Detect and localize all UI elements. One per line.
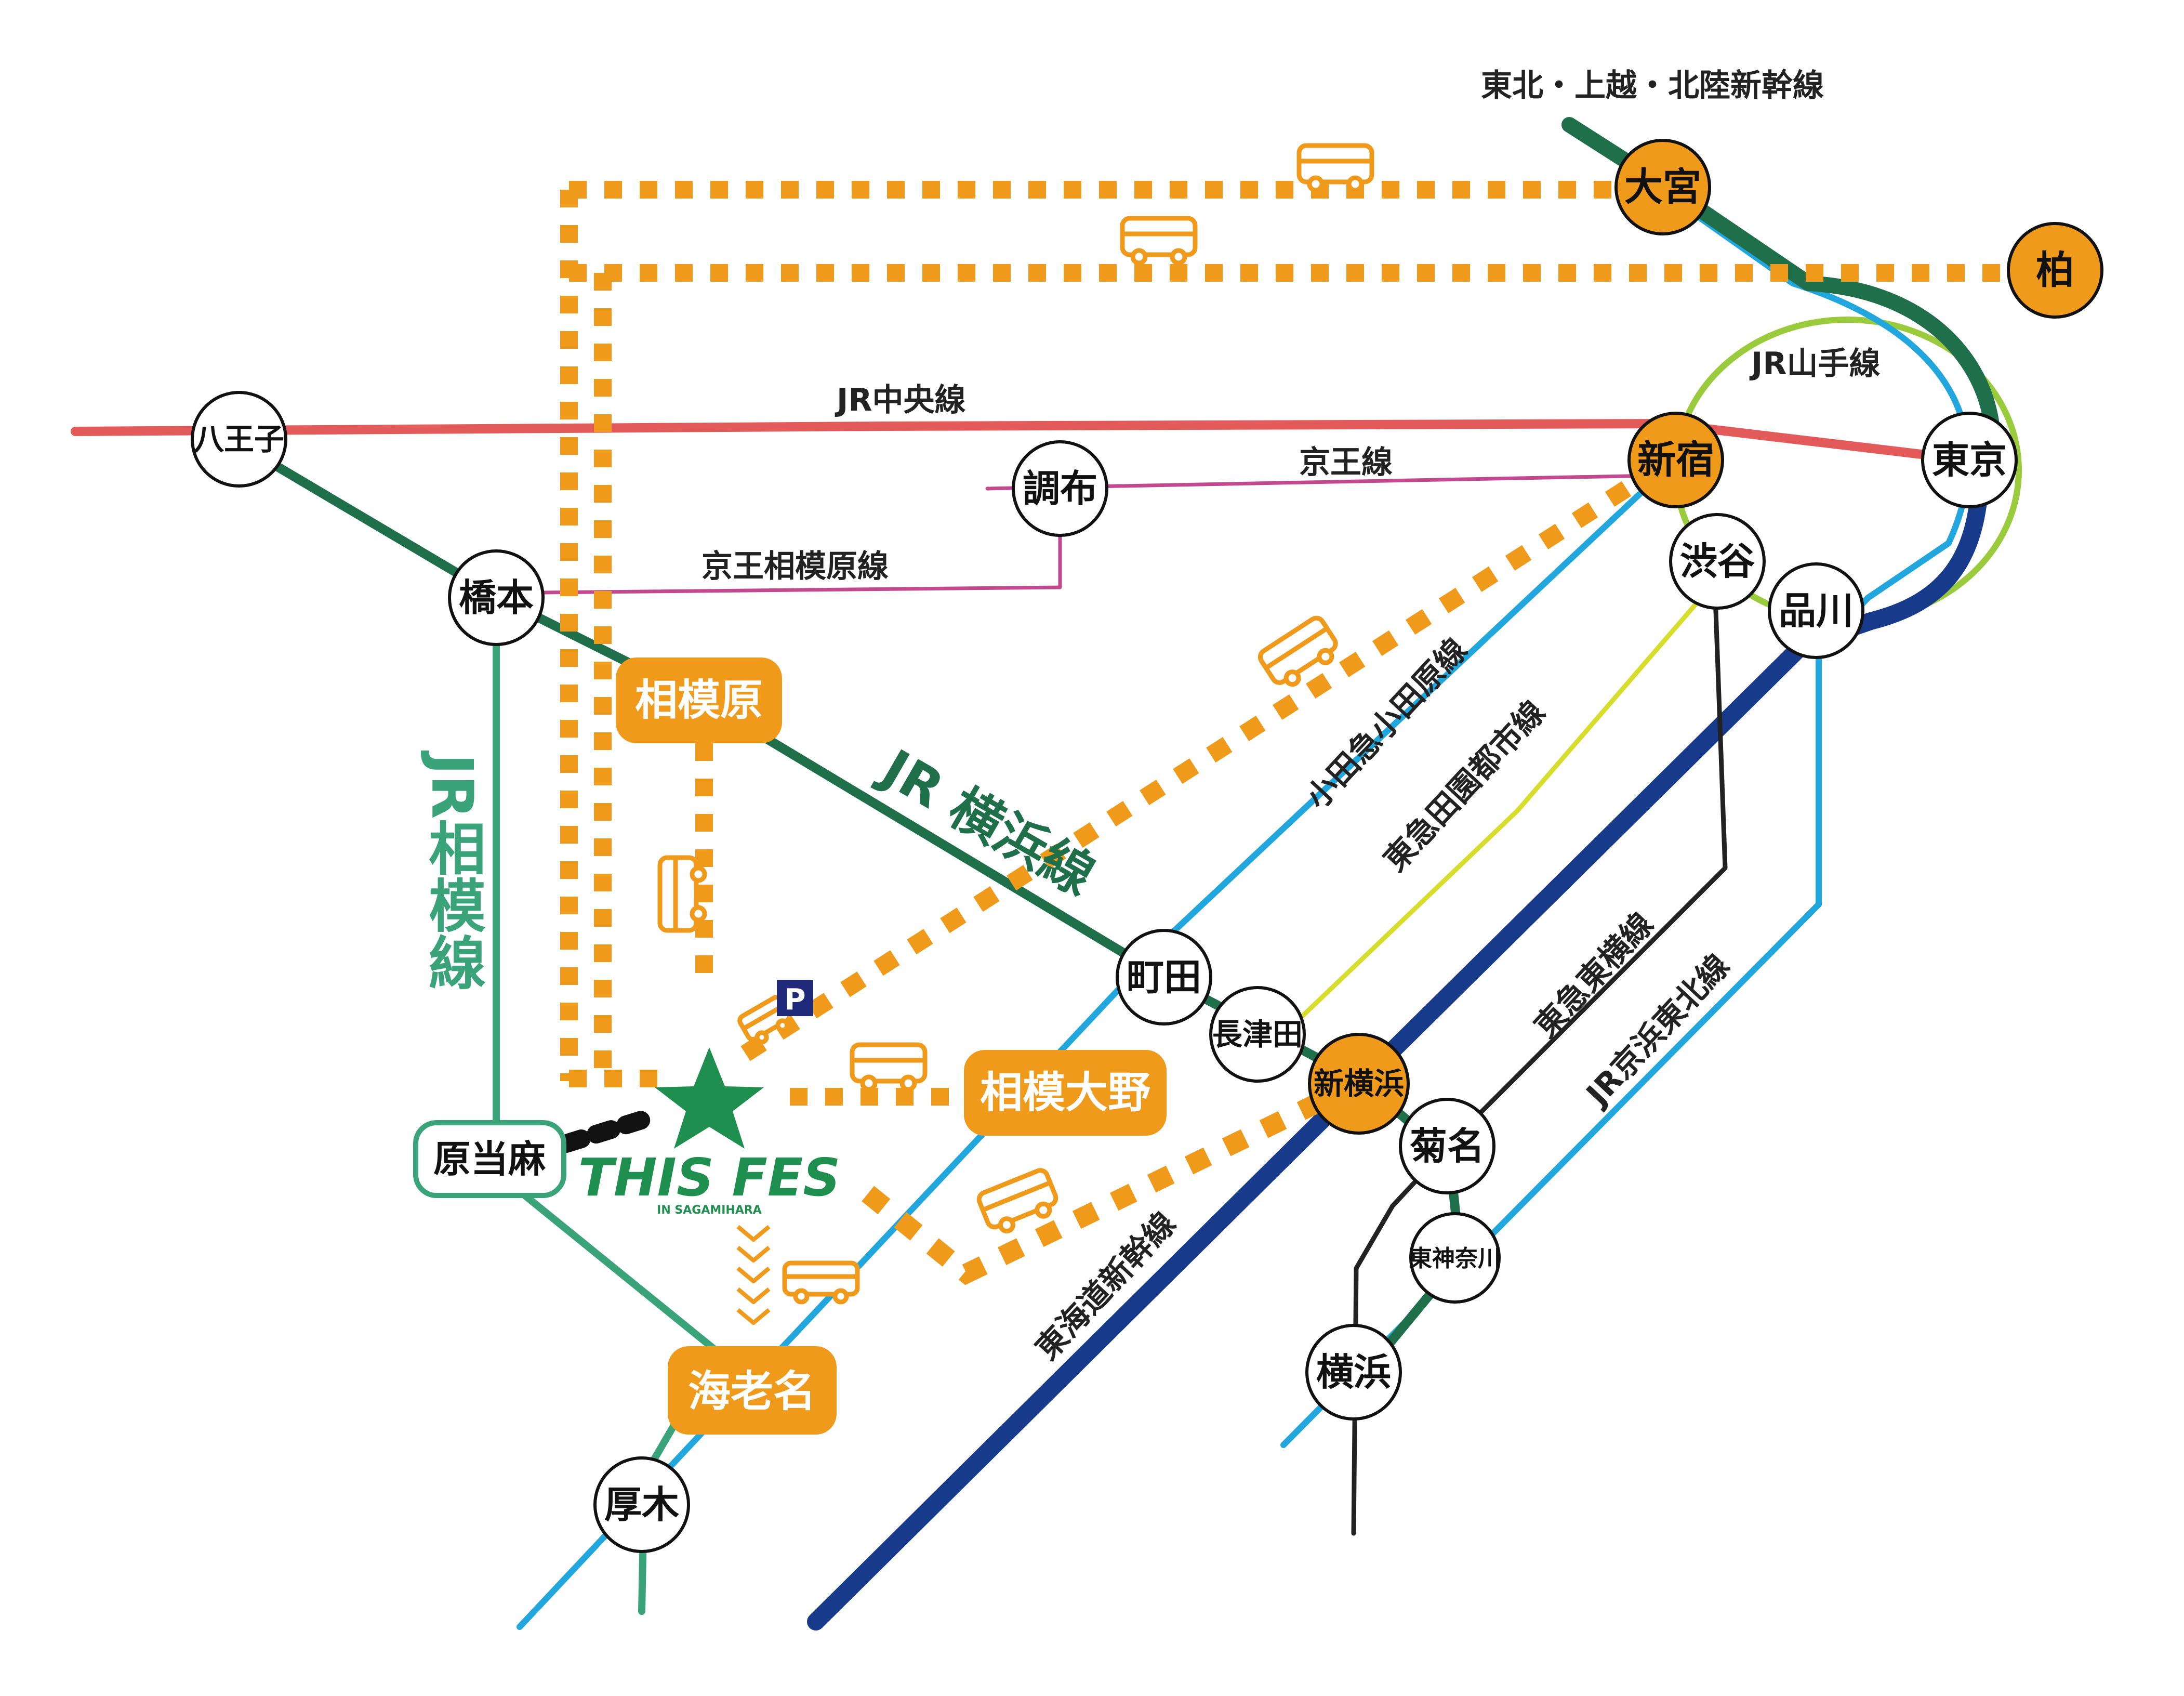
station-atsugi[interactable]: 厚木 bbox=[593, 1456, 690, 1553]
odakyu-line bbox=[517, 459, 1676, 1630]
line-label-keio: 京王線 bbox=[1299, 444, 1393, 481]
chevron-down-icon bbox=[736, 1225, 771, 1325]
bus-route-shin-yokohama bbox=[851, 1093, 1325, 1285]
chuo-line bbox=[71, 419, 1974, 465]
bus-icon bbox=[1120, 216, 1198, 266]
station-label: 東京 bbox=[1932, 438, 2007, 482]
tokaido-shinkansen-line bbox=[807, 477, 1989, 1631]
station-label: 横浜 bbox=[1316, 1350, 1391, 1394]
star-icon bbox=[655, 1047, 764, 1149]
hub-stations: 大宮 柏 新宿 新横浜 bbox=[1308, 139, 2103, 1135]
bus-icon bbox=[976, 1168, 1058, 1234]
bus-icon bbox=[782, 1260, 860, 1305]
station-shinjuku[interactable]: 新宿 bbox=[1627, 412, 1724, 508]
venue-logo-sub: IN SAGAMIHARA bbox=[657, 1204, 762, 1217]
station-label: 柏 bbox=[2036, 248, 2074, 293]
station-label: 橋本 bbox=[459, 576, 534, 620]
venue[interactable]: P THIS FES IN SAGAMIHARA bbox=[578, 980, 841, 1217]
keihin-tohoku-line bbox=[1280, 200, 1971, 1448]
station-label: 大宮 bbox=[1624, 165, 1701, 209]
station-yokohama[interactable]: 横浜 bbox=[1305, 1324, 1402, 1421]
station-label: 八王子 bbox=[194, 422, 284, 457]
line-label-tohoku-shinkansen: 東北・上越・北陸新幹線 bbox=[1481, 68, 1824, 104]
station-higashi-kanagawa[interactable]: 東神奈川 bbox=[1409, 1212, 1501, 1304]
bus-routes bbox=[560, 181, 2058, 1285]
line-label-keio-sagamihara: 京王相模原線 bbox=[701, 548, 889, 585]
bus-icon bbox=[850, 1042, 928, 1092]
station-shin-yokohama[interactable]: 新横浜 bbox=[1308, 1033, 1410, 1135]
stations: 八王子 橋本 調布 東京 渋谷 品川 町田 長津田 bbox=[191, 391, 2018, 1553]
bus-icon bbox=[1258, 615, 1338, 687]
station-shinagawa[interactable]: 品川 bbox=[1768, 562, 1864, 659]
walk-route bbox=[557, 1108, 659, 1153]
station-label: 長津田 bbox=[1212, 1017, 1303, 1052]
station-label: 渋谷 bbox=[1680, 540, 1755, 583]
line-label-yamanote: JR山手線 bbox=[1749, 346, 1881, 382]
station-label: 原当麻 bbox=[433, 1137, 546, 1181]
station-chofu[interactable]: 調布 bbox=[1012, 440, 1108, 537]
keio-sagamihara-line bbox=[541, 512, 1062, 595]
station-omiya[interactable]: 大宮 bbox=[1614, 139, 1711, 235]
station-label: 新横浜 bbox=[1314, 1066, 1404, 1101]
station-kikuna[interactable]: 菊名 bbox=[1399, 1098, 1495, 1194]
station-label: 厚木 bbox=[604, 1483, 679, 1527]
station-label: 相模原 bbox=[635, 676, 763, 725]
station-label: 新宿 bbox=[1637, 438, 1714, 482]
line-label-chuo: JR中央線 bbox=[835, 382, 966, 418]
bus-route-shinjuku bbox=[738, 481, 1632, 1063]
station-label: 相模大野 bbox=[980, 1068, 1150, 1117]
station-label: 調布 bbox=[1023, 467, 1097, 510]
station-sagamihara[interactable]: 相模原 bbox=[616, 658, 782, 743]
line-label-sagami: JR相模線 bbox=[419, 750, 485, 991]
station-harataima[interactable]: 原当麻 bbox=[413, 1120, 566, 1198]
station-label: 東神奈川 bbox=[1409, 1245, 1501, 1272]
venue-logo: THIS FES bbox=[578, 1147, 841, 1208]
station-machida[interactable]: 町田 bbox=[1116, 929, 1212, 1026]
station-tokyo[interactable]: 東京 bbox=[1921, 412, 2018, 508]
station-ebina[interactable]: 海老名 bbox=[668, 1346, 837, 1435]
station-hashimoto[interactable]: 橋本 bbox=[448, 549, 545, 646]
parking-label: P bbox=[784, 983, 805, 1017]
station-kashiwa[interactable]: 柏 bbox=[2007, 222, 2103, 319]
parking-icon[interactable]: P bbox=[777, 980, 813, 1017]
station-shibuya[interactable]: 渋谷 bbox=[1669, 513, 1766, 610]
bus-icon bbox=[1296, 143, 1374, 193]
station-label: 町田 bbox=[1127, 955, 1201, 999]
bus-icon bbox=[657, 855, 707, 933]
station-label: 菊名 bbox=[1410, 1124, 1485, 1168]
destination-labels: 相模原 相模大野 海老名 bbox=[616, 658, 1167, 1435]
denentoshi-line bbox=[1286, 580, 1717, 1032]
station-label: 品川 bbox=[1779, 589, 1854, 633]
station-label: 海老名 bbox=[688, 1367, 816, 1416]
station-nagatsuta[interactable]: 長津田 bbox=[1209, 986, 1306, 1083]
bus-icons bbox=[657, 143, 1374, 1305]
station-hachioji[interactable]: 八王子 bbox=[191, 391, 287, 488]
station-sagami-ono[interactable]: 相模大野 bbox=[964, 1050, 1167, 1136]
